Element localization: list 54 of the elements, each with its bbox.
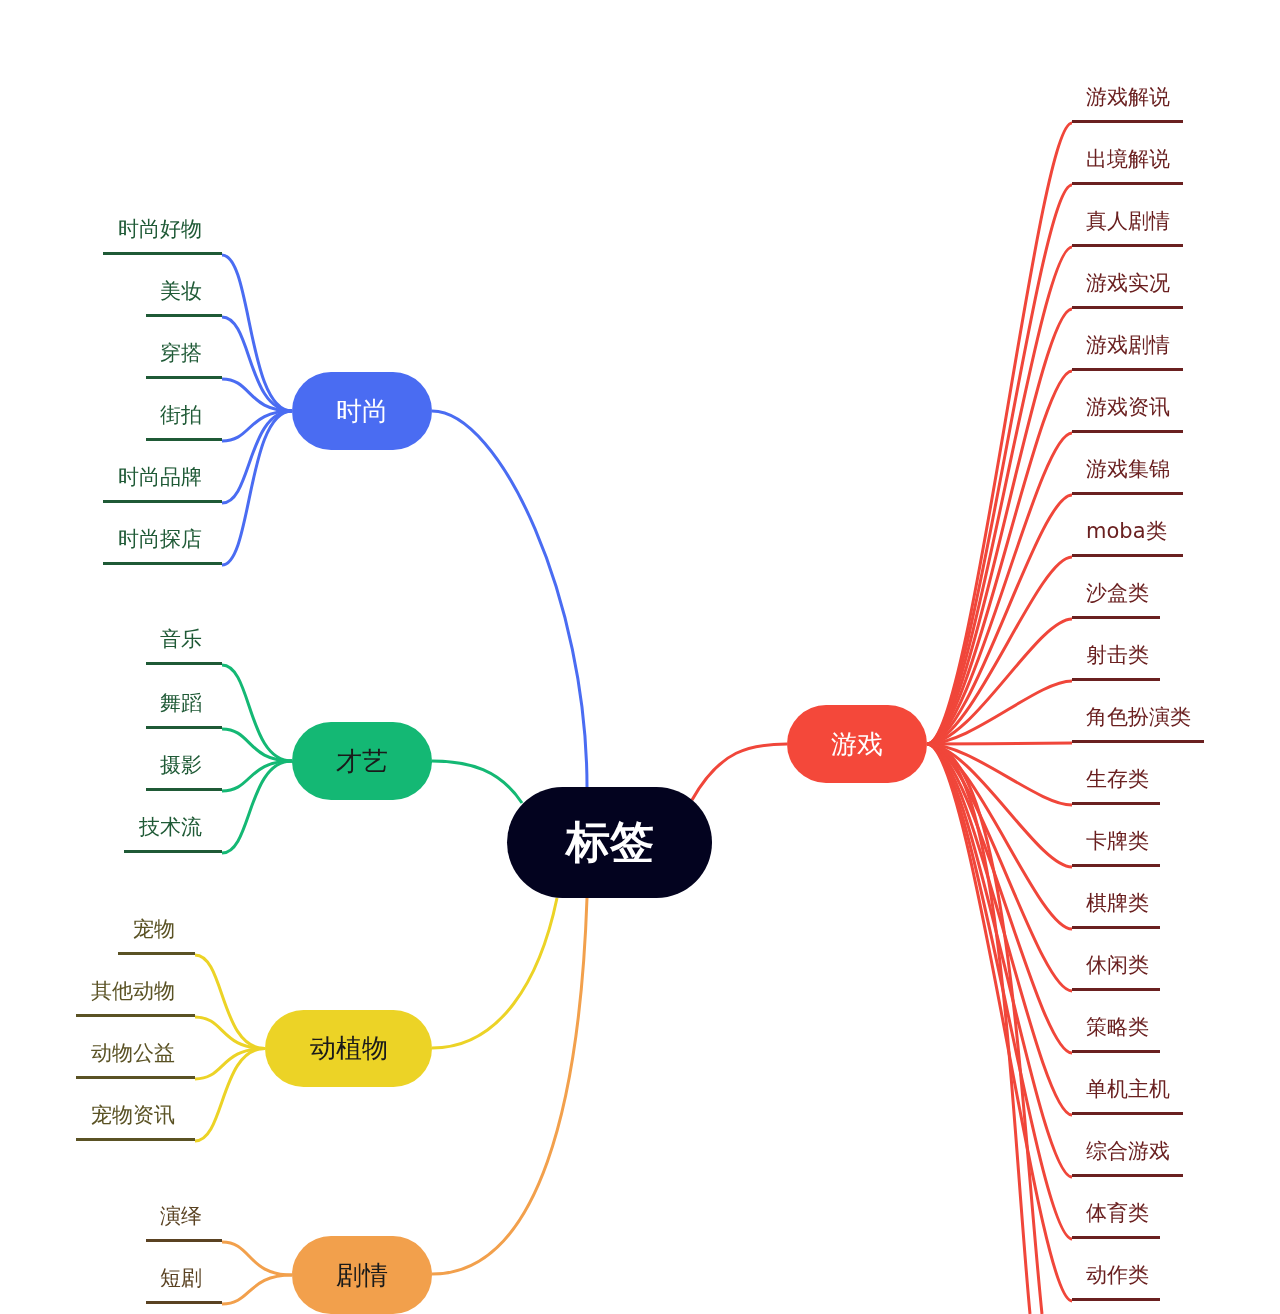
subtopic-label: 游戏集锦 (1072, 451, 1183, 495)
subtopic-label: 演绎 (146, 1198, 222, 1242)
subtopic-label: 时尚品牌 (103, 459, 222, 503)
subtopic-label: 摄影 (146, 747, 222, 791)
subtopic-label: 生存类 (1072, 761, 1160, 805)
subtopic-label: 游戏实况 (1072, 265, 1183, 309)
subtopic-label: 单机主机 (1072, 1071, 1183, 1115)
subtopic-label: 短剧 (146, 1260, 222, 1304)
branch-line (431, 897, 589, 1276)
subtopic-label: 角色扮演类 (1072, 699, 1204, 743)
subtopic-label: 策略类 (1072, 1009, 1160, 1053)
branch-line (221, 409, 293, 567)
topic-node: 剧情 (292, 1236, 432, 1314)
subtopic-label: 棋牌类 (1072, 885, 1160, 929)
subtopic-label: 真人剧情 (1072, 203, 1183, 247)
subtopic-label: 综合游戏 (1072, 1133, 1183, 1177)
subtopic-label: moba类 (1072, 513, 1183, 557)
subtopic-label: 时尚好物 (103, 211, 222, 255)
subtopic-label: 时尚探店 (103, 521, 222, 565)
branch-line (221, 759, 293, 855)
subtopic-label: 街拍 (146, 397, 222, 441)
branch-line (221, 727, 293, 763)
topic-node: 游戏 (787, 705, 927, 783)
subtopic-label: 出境解说 (1072, 141, 1183, 185)
branch-line (431, 897, 559, 1050)
subtopic-label: 动作类 (1072, 1257, 1160, 1301)
subtopic-label: 休闲类 (1072, 947, 1160, 991)
branch-line (221, 1240, 293, 1277)
subtopic-label: 沙盒类 (1072, 575, 1160, 619)
branch-line (221, 1273, 293, 1306)
subtopic-label: 游戏资讯 (1072, 389, 1183, 433)
topic-node: 才艺 (292, 722, 432, 800)
subtopic-label: 游戏解说 (1072, 79, 1183, 123)
root-node: 标签 (507, 787, 712, 898)
topic-node: 动植物 (265, 1010, 432, 1087)
subtopic-label: 宠物资讯 (76, 1097, 195, 1141)
subtopic-label: 舞蹈 (146, 685, 222, 729)
subtopic-label: 技术流 (124, 809, 222, 853)
subtopic-label: 穿搭 (146, 335, 222, 379)
subtopic-label: 射击类 (1072, 637, 1160, 681)
subtopic-label: 动物公益 (76, 1035, 195, 1079)
branch-line (690, 742, 788, 801)
subtopic-label: 游戏剧情 (1072, 327, 1183, 371)
subtopic-label: 美妆 (146, 273, 222, 317)
subtopic-label: 宠物 (118, 911, 195, 955)
subtopic-label: 体育类 (1072, 1195, 1160, 1239)
branch-line (431, 759, 524, 804)
subtopic-label: 音乐 (146, 621, 222, 665)
branch-line (194, 1047, 266, 1143)
branch-line (221, 377, 293, 413)
branch-line (431, 409, 589, 788)
topic-node: 时尚 (292, 372, 432, 450)
subtopic-label: 其他动物 (76, 973, 195, 1017)
subtopic-label: 卡牌类 (1072, 823, 1160, 867)
